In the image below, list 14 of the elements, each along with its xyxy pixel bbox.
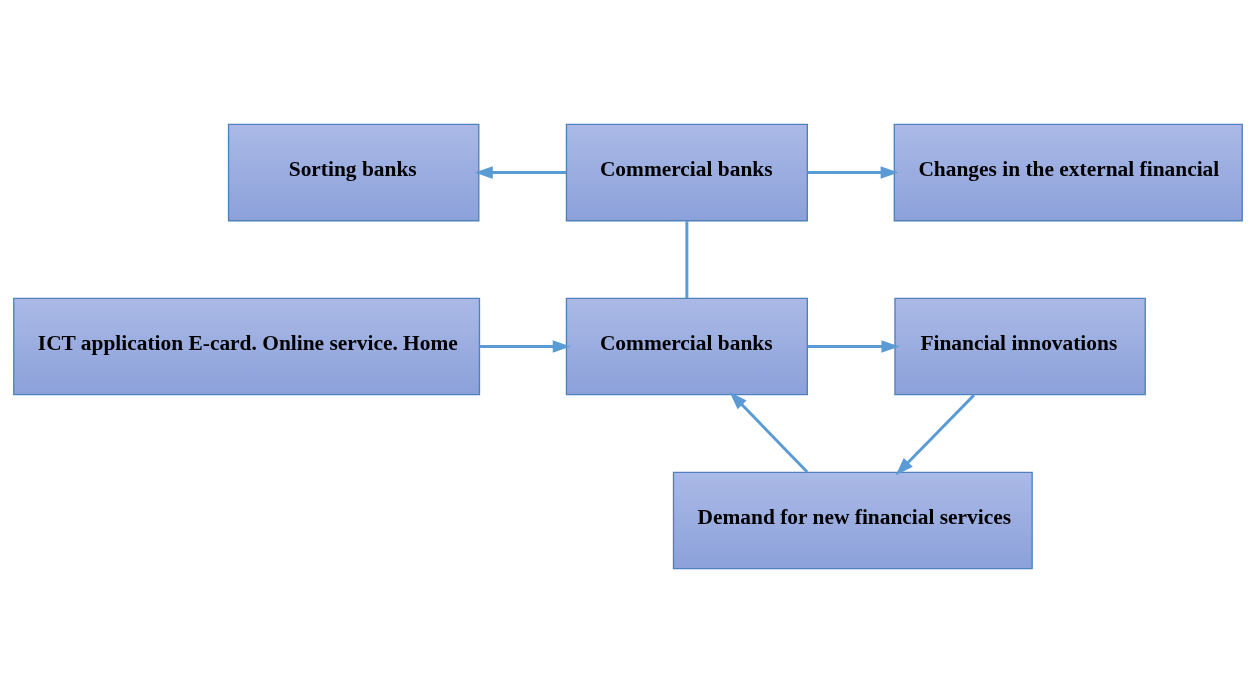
node-box: Changes in the external financial: [893, 123, 1243, 221]
arrow: [895, 393, 975, 475]
node-box: ICT application E-card. Online service. Home: [13, 297, 481, 395]
node-box: Financial innovations: [894, 297, 1146, 395]
arrow: [729, 391, 809, 473]
arrow: [807, 165, 899, 179]
connector: [685, 220, 689, 298]
node-box: Demand for new financial services: [672, 471, 1033, 569]
arrow: [807, 339, 900, 353]
node-box: Commercial banks: [565, 123, 808, 221]
arrow: [474, 165, 567, 179]
arrow: [479, 339, 571, 353]
node-box: Sorting banks: [227, 123, 480, 221]
node-box: Commercial banks: [565, 297, 808, 395]
